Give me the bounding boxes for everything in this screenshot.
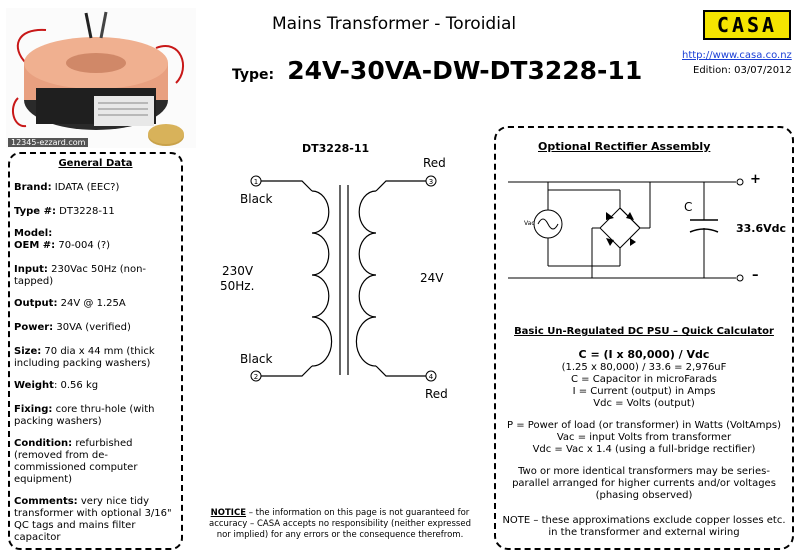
spec-model: Model: <box>14 228 53 239</box>
spec-size: Size: 70 dia x 44 mm (thick including pa… <box>14 346 155 369</box>
lead-black-top: Black <box>240 192 273 206</box>
calculator-block-2: P = Power of load (or transformer) in Wa… <box>507 420 781 455</box>
spec-input: Input: 230Vac 50Hz (non-tapped) <box>14 264 147 287</box>
pin-1-label: 1 <box>254 178 258 186</box>
type-row: Type: 24V-30VA-DW-DT3228-11 <box>232 56 642 85</box>
lead-red-bottom: Red <box>425 387 448 401</box>
vac-label: Vac <box>524 220 535 227</box>
minus-terminal: – <box>752 268 759 283</box>
secondary-coil <box>355 190 377 367</box>
transformer-schematic: 1 2 3 4 <box>250 175 437 382</box>
general-data-heading: General Data <box>58 158 133 169</box>
pin-3-label: 3 <box>429 178 433 186</box>
rectifier-panel <box>494 126 794 550</box>
edition-date: Edition: 03/07/2012 <box>693 65 792 76</box>
type-label: Type: <box>232 67 275 83</box>
spec-type: Type #: DT3228-11 <box>14 206 115 217</box>
schematic-title: DT3228-11 <box>302 142 370 155</box>
spec-condition: Condition: refurbished (removed from de-… <box>14 438 138 485</box>
calculator-block-3: Two or more identical transformers may b… <box>512 466 776 501</box>
spec-oem: OEM #: 70-004 (?) <box>14 240 111 251</box>
plus-terminal: + <box>750 172 761 187</box>
spec-power: Power: 30VA (verified) <box>14 322 131 333</box>
spec-weight: Weight: 0.56 kg <box>14 380 99 391</box>
calculator-block-1: (1.25 x 80,000) / 33.6 = 2,976uF C = Cap… <box>561 362 727 409</box>
general-data-panel: General Data Brand: IDATA (EEC?) Type #:… <box>8 152 183 550</box>
website-link[interactable]: http://www.casa.co.nz <box>682 50 792 61</box>
transformer-photo <box>6 8 196 148</box>
casa-logo: CASA <box>703 10 791 40</box>
spec-comments: Comments: very nice tidy transformer wit… <box>14 496 172 543</box>
calculator-heading: Basic Un-Regulated DC PSU – Quick Calcul… <box>514 326 774 337</box>
primary-frequency: 50Hz. <box>220 279 255 293</box>
pin-2-label: 2 <box>254 373 258 381</box>
type-value: 24V-30VA-DW-DT3228-11 <box>287 56 643 85</box>
rectifier-title: Optional Rectifier Assembly <box>538 140 711 153</box>
primary-coil <box>311 190 333 367</box>
spec-brand: Brand: IDATA (EEC?) <box>14 182 120 193</box>
capacitor-label: C <box>684 200 693 214</box>
secondary-voltage: 24V <box>420 271 444 285</box>
output-voltage: 33.6Vdc <box>736 222 787 235</box>
calculator-formula: C = (I x 80,000) / Vdc <box>578 348 710 361</box>
notice-text: NOTICE – the information on this page is… <box>208 508 471 540</box>
spec-fixing: Fixing: core thru-hole (with packing was… <box>14 404 155 427</box>
lead-black-bottom: Black <box>240 352 273 366</box>
rectifier-schematic <box>508 178 744 282</box>
spec-output: Output: 24V @ 1.25A <box>14 298 126 309</box>
lead-red-top: Red <box>423 156 446 170</box>
calculator-note: NOTE – these approximations exclude copp… <box>502 515 786 538</box>
primary-voltage: 230V <box>222 264 254 278</box>
photo-watermark: 12345-ezzard.com <box>8 138 89 147</box>
pin-4-label: 4 <box>429 373 434 381</box>
page-title: Mains Transformer - Toroidial <box>272 14 517 34</box>
